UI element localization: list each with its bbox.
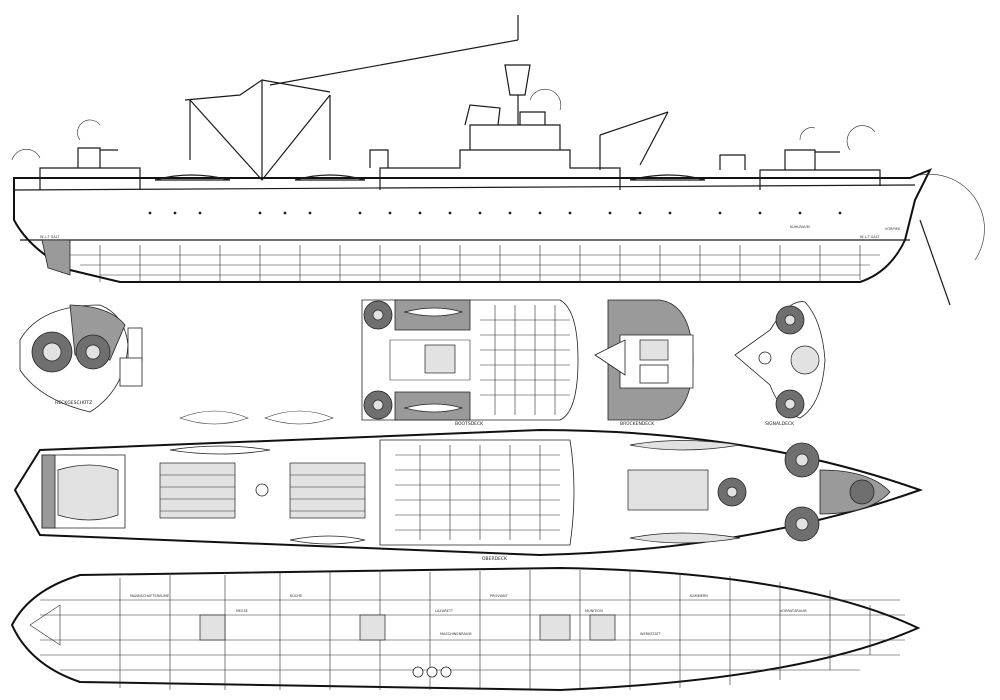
boat-deck-plan: BOOTSDECK (361, 299, 579, 427)
bridge-deck-plan: BRÜCKENDECK (594, 299, 694, 427)
lower-hull-band (60, 254, 880, 276)
upper-deck-plan: OBERDECK (13, 428, 924, 562)
bridge-house (469, 124, 561, 150)
lower-room-4: PROVIANT (490, 594, 509, 598)
aft-mast (184, 79, 331, 181)
stern-rudder (41, 239, 71, 276)
boat-deck-label: BOOTSDECK (455, 421, 484, 427)
aft-gun-deck-label: HECKGESCHÜTZ (55, 399, 92, 406)
aft-deckhouse (39, 167, 141, 190)
midship-superstructure (379, 149, 621, 190)
side-lifeboats (154, 174, 706, 181)
lifeboat-icon (179, 410, 249, 425)
lower-room-0: MANNSCHAFTSRÄUME (130, 593, 169, 598)
draft-mark-aft: W-L-T GALT (40, 235, 60, 239)
lower-room-2: KÜCHE (290, 593, 302, 598)
portholes (148, 211, 842, 215)
signal-deck-plan: SIGNALDECK (734, 301, 826, 427)
bow-stem (919, 219, 951, 306)
lower-room-5: MASCHINENRAUM (440, 632, 471, 636)
mast-icon (255, 483, 269, 497)
lower-room-7: WERKSTATT (640, 632, 662, 636)
upper-deck-boats (169, 440, 741, 545)
cargo-hatches-aft (159, 462, 366, 519)
hull-frames (99, 245, 861, 282)
main-deck-line (13, 184, 916, 191)
lower-room-6: MUNITION (585, 609, 603, 613)
upper-midship-house (379, 439, 575, 546)
side-elevation: W-L-T GALT W-L-T GALT KÜHLRAUM VORPIEK (11, 15, 985, 306)
fwd-mast (599, 111, 669, 170)
fwd-deckhouse (759, 169, 881, 190)
crane (269, 15, 531, 125)
lower-deck-plan: MANNSCHAFTSRÄUME MESSE KÜCHE LAZARETT PR… (10, 566, 921, 692)
draft-mark-fwd: W-L-T GALT (860, 235, 880, 239)
bridge-deck-label: BRÜCKENDECK (620, 420, 655, 427)
aft-gun-platform-plan: HECKGESCHÜTZ (19, 304, 143, 413)
lower-room-8: KAMMERN (690, 594, 708, 598)
upper-deck-label: OBERDECK (482, 556, 508, 562)
arc-marks (11, 88, 985, 261)
lower-room-9: VORRATSRAUM (780, 609, 807, 613)
lower-room-1: MESSE (236, 609, 248, 613)
hold-label: KÜHLRAUM (790, 224, 810, 229)
signal-deck-label: SIGNALDECK (765, 421, 795, 427)
side-guns (77, 111, 840, 170)
fwd-peak-label: VORPIEK (885, 227, 901, 231)
lower-room-3: LAZARETT (435, 609, 454, 613)
funnel (464, 104, 501, 126)
